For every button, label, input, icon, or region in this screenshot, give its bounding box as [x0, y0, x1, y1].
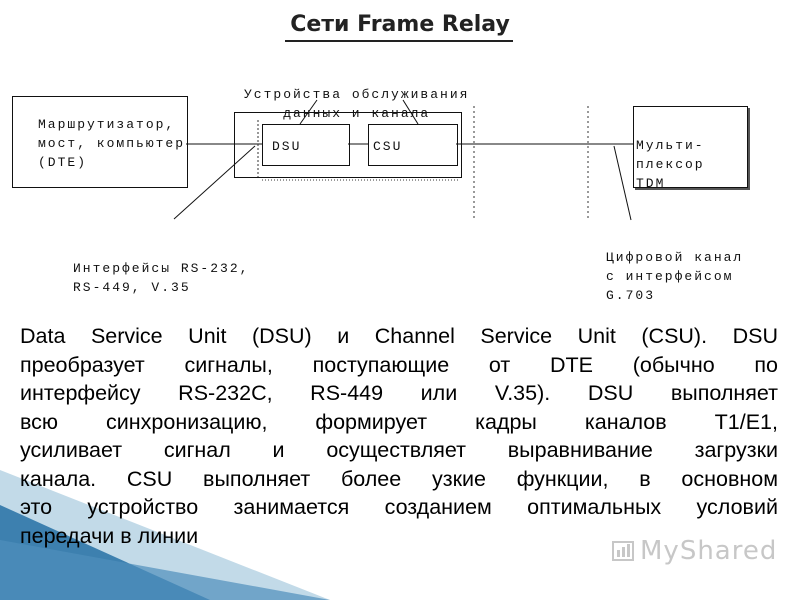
body-line: передачи в линии — [20, 523, 199, 548]
digital-channel-label: Цифровой канал с интерфейсом G.703 — [606, 250, 744, 303]
body-line: усиливает сигнал и осуществляет выравнив… — [20, 438, 778, 462]
title-underline — [285, 40, 513, 42]
dsu-box — [262, 124, 350, 166]
service-devices-label: Устройства обслуживания данных и канала — [244, 87, 470, 121]
watermark-icon — [612, 541, 634, 561]
dte-label: Маршрутизатор, мост, компьютер (DTE) — [38, 117, 186, 170]
body-paragraph: Data Service Unit (DSU) и Channel Servic… — [20, 322, 778, 550]
dsu-label: DSU — [272, 139, 302, 154]
interfaces-label: Интерфейсы RS-232, RS-449, V.35 — [73, 261, 250, 295]
slide-title: Сети Frame Relay — [290, 12, 510, 37]
decor-wedge-mid — [0, 540, 330, 600]
watermark-text: MyShared — [640, 536, 778, 566]
body-line: всю синхронизацию, формирует кадры канал… — [20, 409, 778, 434]
service-devices-box — [234, 112, 462, 178]
mux-box — [633, 106, 748, 188]
body-line: Data Service Unit (DSU) и Channel Servic… — [20, 324, 778, 348]
digital-channel-pointer — [613, 145, 632, 221]
dte-box — [12, 96, 188, 188]
body-line: интерфейсу RS-232C, RS-449 или V.35). DS… — [20, 381, 778, 405]
csu-label: CSU — [373, 139, 403, 154]
body-line: канала. CSU выполняет более узкие функци… — [20, 466, 778, 491]
body-line: это устройство занимается созданием опти… — [20, 495, 778, 519]
body-line: преобразует сигналы, поступающие от DTE … — [20, 352, 778, 377]
interface-pointer — [173, 145, 256, 220]
csu-box — [368, 124, 458, 166]
mux-label: Мульти- плексор TDM — [636, 138, 705, 191]
